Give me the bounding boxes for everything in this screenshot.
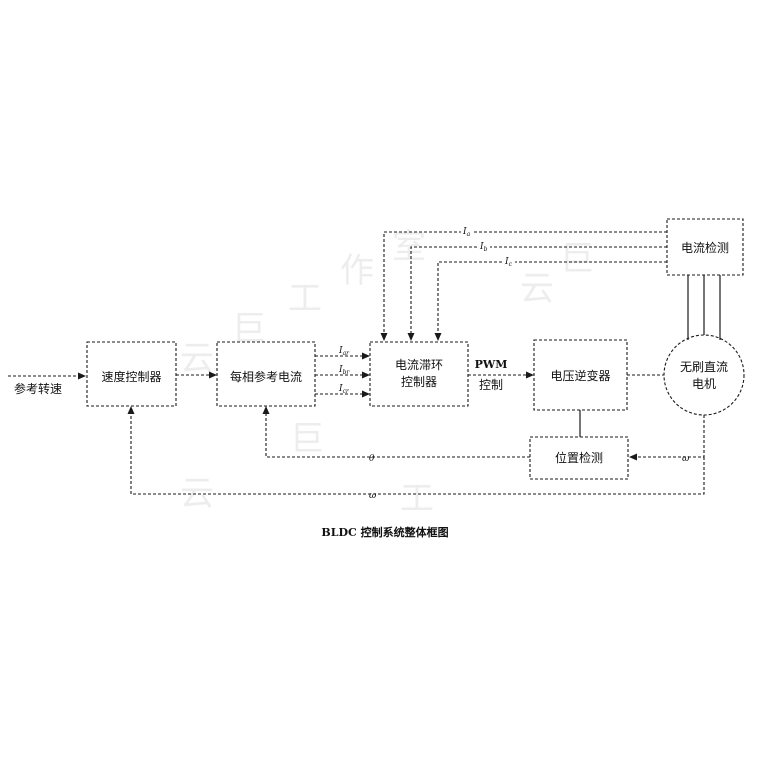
ref-speed-label: 参考转速 xyxy=(14,381,62,396)
speed-controller-label: 速度控制器 xyxy=(101,369,161,384)
ib-feedback-line xyxy=(410,246,667,334)
ic-feedback-arrowhead xyxy=(434,333,442,341)
ref-speed-arrowhead xyxy=(78,372,86,380)
icr-arrowhead xyxy=(362,390,370,398)
ic-feedback-line xyxy=(437,261,667,334)
position-detection-label: 位置检测 xyxy=(555,450,603,465)
motor-label-line2: 电机 xyxy=(692,377,716,391)
omega-feedback-label: ω xyxy=(369,491,377,501)
watermark-char-7: 巨 xyxy=(290,419,324,459)
current-detection-block xyxy=(666,218,744,276)
ibr-arrowhead xyxy=(362,371,370,379)
hysteresis-controller-label-line1: 电流滞环 xyxy=(395,358,443,372)
bldc-motor-circle xyxy=(663,334,745,416)
icr-label: Icr xyxy=(338,384,350,395)
iar-arrowhead xyxy=(362,352,370,360)
phase-reference-current-block xyxy=(216,341,316,407)
pwm-label-line1: PWM xyxy=(475,358,508,371)
iar-label: Iar xyxy=(338,346,350,357)
watermark-char-3: 工 xyxy=(288,279,322,319)
theta-feedback-arrowhead xyxy=(262,406,270,414)
watermark-char-9: 云 xyxy=(520,269,554,309)
motor-to-position-arrowhead xyxy=(629,453,637,461)
watermark-char-10: 巨 xyxy=(560,239,594,279)
motor-to-position-line xyxy=(636,415,705,458)
ia-label: Ia xyxy=(462,227,471,238)
speed-to-phase-arrowhead xyxy=(209,371,217,379)
phase-reference-current-label: 每相参考电流 xyxy=(230,369,302,384)
pwm-label-line2: 控制 xyxy=(479,378,503,392)
watermark-char-4: 作 xyxy=(340,251,374,291)
hysteresis-controller-label-line2: 控制器 xyxy=(401,375,437,389)
pwm-arrowhead xyxy=(526,371,534,379)
ia-label-bg xyxy=(461,224,473,237)
voltage-inverter-label: 电压逆变器 xyxy=(550,368,610,383)
watermark-char-8: 工 xyxy=(400,479,434,519)
motor-label-line1: 无刷直流 xyxy=(680,360,728,374)
ia-feedback-arrowhead xyxy=(380,333,388,341)
omega-position-label: ω xyxy=(682,454,690,464)
omega-feedback-arrowhead xyxy=(127,406,135,414)
hysteresis-current-controller-block xyxy=(369,341,469,407)
watermark-char-1: 云 xyxy=(180,339,214,379)
position-detection-block xyxy=(529,436,629,480)
ib-feedback-arrowhead xyxy=(407,333,415,341)
ibr-label: Ibr xyxy=(338,365,350,376)
current-detection-label: 电流检测 xyxy=(681,240,729,255)
ic-label: Ic xyxy=(504,257,513,268)
theta-feedback-line xyxy=(265,413,530,458)
ia-feedback-line xyxy=(383,231,667,334)
omega-feedback-line xyxy=(130,413,705,495)
diagram-caption: BLDC 控制系统整体框图 xyxy=(321,525,448,539)
speed-controller-block xyxy=(86,341,177,407)
ib-label: Ib xyxy=(479,242,488,253)
ib-label-bg xyxy=(478,239,490,252)
theta-label: θ xyxy=(369,454,375,464)
ic-label-bg xyxy=(503,254,515,267)
